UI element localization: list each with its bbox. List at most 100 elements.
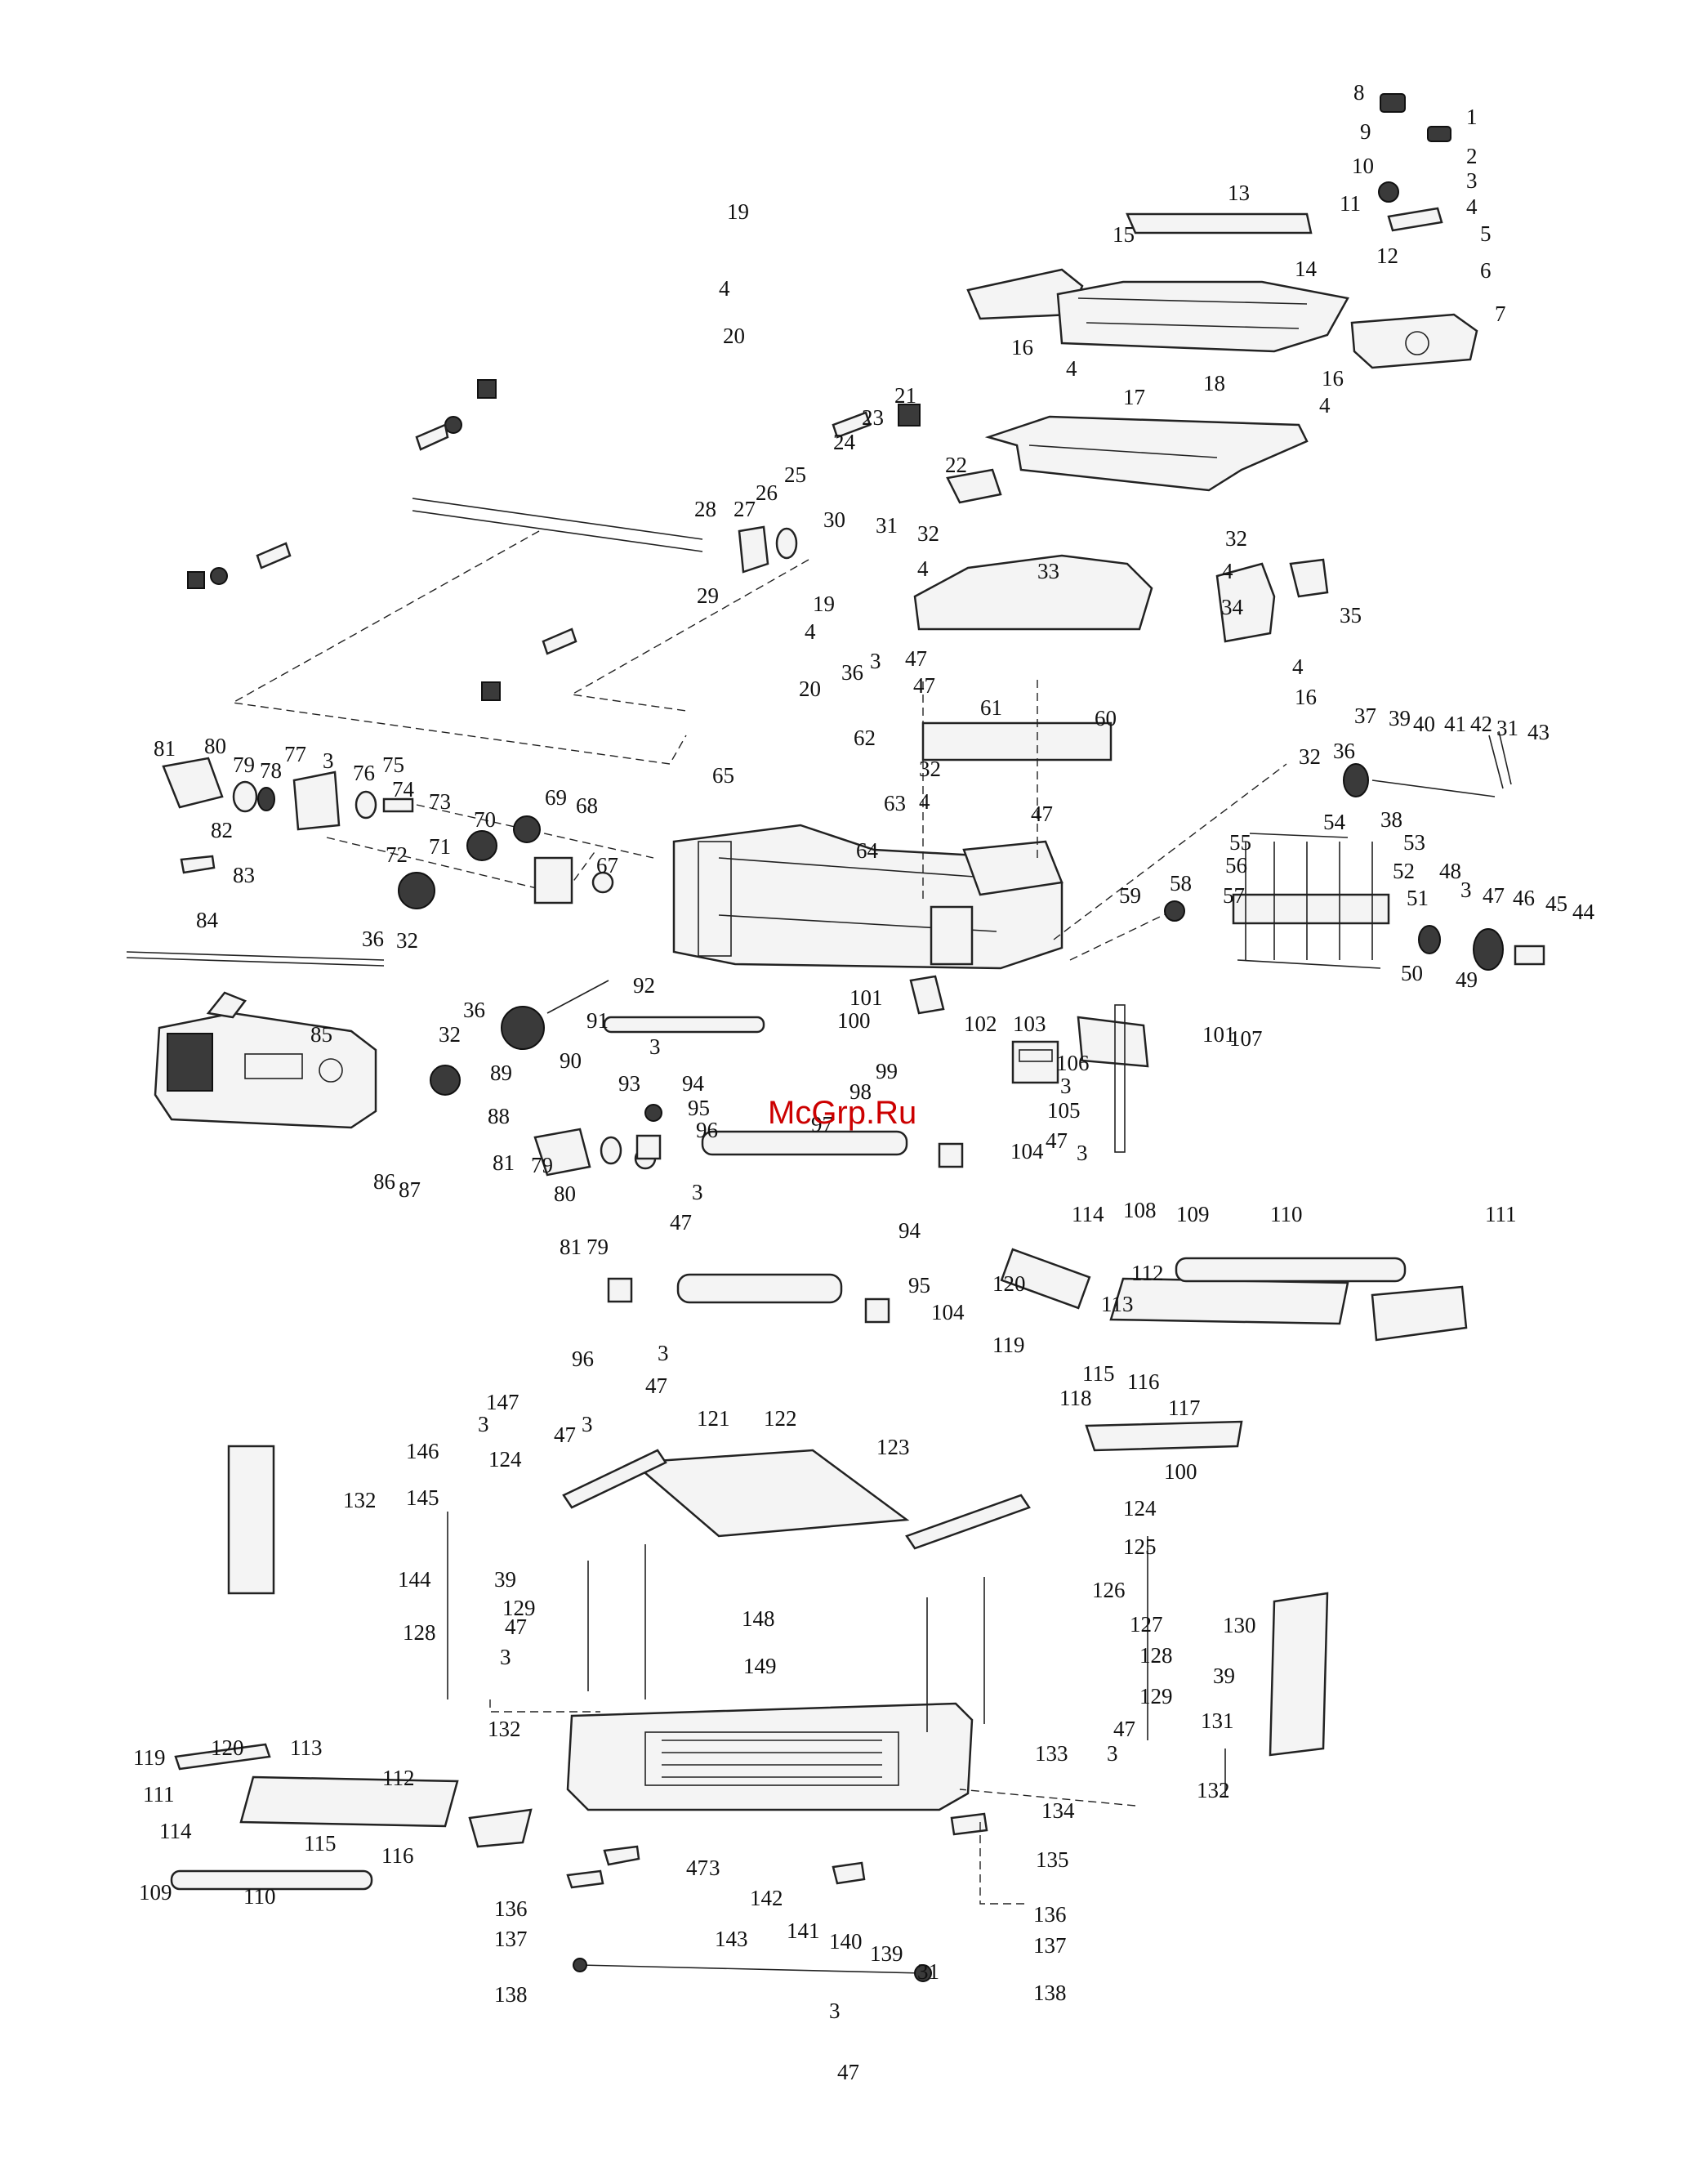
- part-callout: 38: [1380, 807, 1402, 832]
- part-callout: 74: [392, 777, 415, 802]
- part-callout: 3: [478, 1412, 489, 1436]
- part-callout: 31: [876, 513, 898, 538]
- part-callout: 3: [500, 1645, 511, 1669]
- part-callout: 95: [688, 1096, 710, 1120]
- part-callout: 99: [876, 1059, 898, 1083]
- part-callout: 4: [1292, 654, 1304, 679]
- part-callout: 138: [494, 1982, 528, 2007]
- part-callout: 133: [1035, 1741, 1068, 1766]
- part-callout: 119: [133, 1745, 166, 1770]
- part-callout: 32: [396, 928, 418, 953]
- part-callout: 47: [1046, 1128, 1068, 1153]
- part-callout: 46: [1513, 886, 1535, 910]
- part-callout: 3: [323, 748, 334, 773]
- part-callout: 32: [919, 757, 941, 781]
- part-callout: 72: [386, 842, 408, 867]
- part-callout: 54: [1323, 810, 1346, 834]
- part-callout: 128: [403, 1620, 436, 1645]
- part-callout: 63: [884, 791, 906, 815]
- part-callout: 120: [992, 1271, 1026, 1296]
- part-callout: 102: [964, 1012, 997, 1036]
- part-callout: 3: [649, 1034, 661, 1059]
- part-callout: 39: [494, 1567, 516, 1592]
- part-callout: 141: [787, 1918, 820, 1943]
- part-callout: 78: [260, 758, 282, 783]
- cutterhead-assembly: [1164, 730, 1545, 971]
- part-callout: 37: [1354, 703, 1376, 728]
- part-callout: 116: [381, 1843, 414, 1868]
- part-callout: 149: [743, 1654, 777, 1678]
- part-callout: 31: [1496, 716, 1518, 740]
- part-callout: 103: [1013, 1012, 1046, 1036]
- part-callout: 96: [696, 1118, 718, 1142]
- part-callout: 13: [1228, 181, 1250, 205]
- part-callout: 67: [596, 853, 618, 878]
- outfeed-rod-assembly: [187, 379, 921, 765]
- part-callout: 101: [849, 985, 883, 1010]
- part-callout: 139: [870, 1941, 903, 1966]
- part-callout: 47: [505, 1615, 527, 1639]
- part-callout: 130: [1223, 1613, 1256, 1637]
- part-callout: 16: [1295, 685, 1317, 709]
- part-callout: 118: [1059, 1386, 1092, 1410]
- part-callout: 47: [1031, 802, 1053, 826]
- part-callout: 61: [980, 695, 1002, 720]
- part-callout: 56: [1225, 853, 1247, 878]
- part-callout: 96: [572, 1347, 594, 1371]
- part-callout: 16: [1011, 335, 1033, 360]
- part-callout: 105: [1047, 1098, 1081, 1123]
- part-callout: 81: [493, 1150, 515, 1175]
- part-callout: 94: [682, 1071, 705, 1096]
- part-callout: 36: [841, 660, 863, 685]
- part-callout: 119: [992, 1333, 1025, 1357]
- part-callout: 47: [1483, 883, 1505, 908]
- part-callout: 22: [945, 453, 967, 477]
- part-callout: 17: [1123, 385, 1145, 409]
- part-callout: 76: [353, 761, 375, 785]
- watermark-text: McGrp.Ru: [768, 1095, 916, 1131]
- part-callout: 136: [1033, 1902, 1067, 1927]
- part-callout: 109: [1176, 1202, 1210, 1226]
- part-callout: 97: [811, 1112, 833, 1137]
- part-callout: 4: [917, 556, 929, 581]
- part-callout: 4: [719, 276, 730, 301]
- part-callout: 81: [560, 1235, 582, 1259]
- part-callout: 2: [1466, 144, 1478, 168]
- part-callout: 84: [196, 908, 219, 932]
- part-callout: 36: [362, 927, 384, 951]
- part-callout: 33: [1037, 559, 1059, 583]
- part-callout: 14: [1295, 257, 1318, 281]
- part-callout: 114: [159, 1819, 192, 1843]
- part-callout: 43: [1527, 720, 1550, 744]
- part-callout: 55: [1229, 830, 1251, 855]
- feed-rollers: [603, 975, 1149, 1324]
- part-callout: 100: [1164, 1459, 1197, 1484]
- part-callout: 114: [1072, 1202, 1104, 1226]
- part-callout: 3: [870, 649, 881, 673]
- part-callout: 148: [742, 1606, 775, 1631]
- part-callout: 32: [439, 1022, 461, 1047]
- part-callout: 117: [1168, 1396, 1201, 1420]
- part-callout: 47: [554, 1423, 576, 1447]
- part-callout: 80: [204, 734, 226, 758]
- part-callout: 144: [398, 1567, 431, 1592]
- part-callout: 108: [1123, 1198, 1157, 1222]
- part-callout: 138: [1033, 1981, 1067, 2005]
- part-callout: 142: [750, 1886, 783, 1910]
- part-callout: 140: [829, 1929, 863, 1954]
- part-callout: 107: [1229, 1026, 1263, 1051]
- part-callout: 3: [709, 1856, 720, 1880]
- part-callout: 109: [139, 1880, 172, 1905]
- part-callout: 146: [406, 1439, 439, 1463]
- part-callout: 132: [343, 1488, 377, 1512]
- part-callout: 124: [488, 1447, 522, 1472]
- part-callout: 47: [905, 646, 927, 671]
- part-callout: 47: [670, 1210, 692, 1235]
- part-callout: 100: [837, 1008, 871, 1033]
- part-callout: 81: [154, 736, 176, 761]
- part-callout: 32: [917, 521, 939, 546]
- part-callout: 28: [694, 497, 716, 521]
- part-callout: 10: [1352, 154, 1374, 178]
